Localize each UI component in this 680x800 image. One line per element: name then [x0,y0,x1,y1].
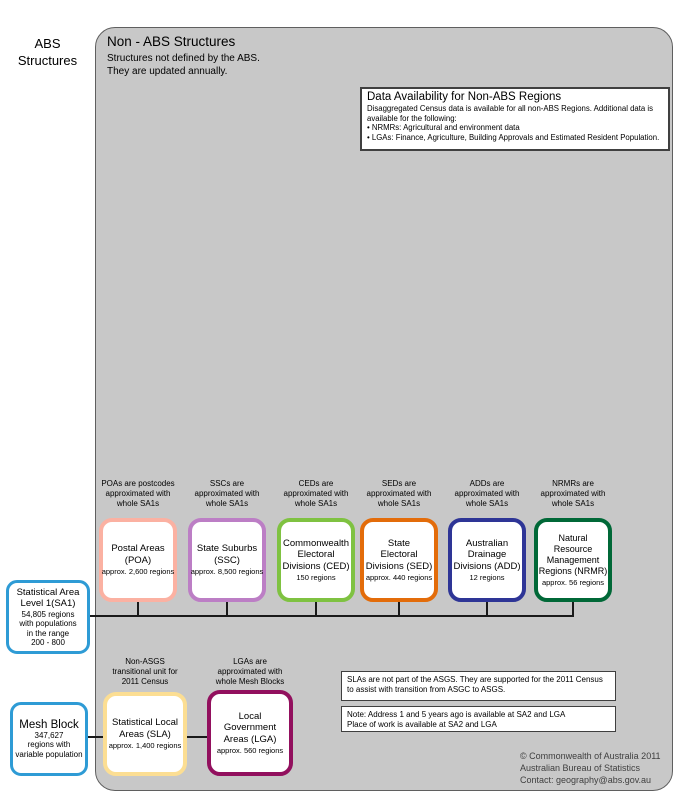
region-title-ced: Commonwealth Electoral Divisions (CED) [282,537,350,572]
footer-credits: © Commonwealth of Australia 2011 Austral… [520,750,661,786]
caption-ced: CEDs are approximated with whole SA1s [283,479,349,508]
connector-mb-sla [88,736,103,738]
data-availability-body: Disaggregated Census data is available f… [367,104,654,123]
non-abs-structures-panel [95,27,673,791]
connector-stub-poa [137,602,139,616]
sla-box: Statistical Local Areas (SLA) approx. 1,… [103,692,187,776]
region-box-ced: Commonwealth Electoral Divisions (CED) 1… [277,518,355,602]
caption-ssc: SSCs are approximated with whole SA1s [194,479,260,508]
connector-stub-ced [315,602,317,616]
connector-stub-nrmr [572,602,574,616]
region-box-ssc: State Suburbs (SSC) approx. 8,500 region… [188,518,266,602]
data-availability-bullet-nrmr: • NRMRs: Agricultural and environment da… [367,123,520,133]
mesh-block-box: Mesh Block 347,627 regions with variable… [10,702,88,776]
region-sub-add: 12 regions [469,573,505,582]
note-sla-asgs: SLAs are not part of the ASGS. They are … [341,671,616,701]
region-sub-ced: 150 regions [296,573,336,582]
lga-box: Local Government Areas (LGA) approx. 560… [207,690,293,776]
region-sub-nrmr: approx. 56 regions [541,577,605,587]
caption-sed: SEDs are approximated with whole SA1s [366,479,432,508]
lga-title: Local Government Areas (LGA) [223,710,277,745]
panel-subtitle: Structures not defined by the ABS. They … [107,53,260,77]
region-box-sed: State Electoral Divisions (SED) approx. … [360,518,438,602]
region-box-poa: Postal Areas (POA) approx. 2,600 regions [99,518,177,602]
sa1-sub: 54,805 regions with populations in the r… [19,609,77,648]
caption-poa: POAs are postcodes approximated with who… [101,479,175,508]
region-title-nrmr: Natural Resource Management Regions (NRM… [538,532,608,576]
caption-lga: LGAs are approximated with whole Mesh Bl… [215,657,285,686]
panel-title: Non - ABS Structures [107,34,236,49]
caption-add: ADDs are approximated with whole SA1s [454,479,520,508]
footer-abs: Australian Bureau of Statistics [520,763,641,773]
abs-structures-label: ABS Structures [17,36,78,68]
sa1-title: Statistical Area Level 1(SA1) [16,586,80,610]
lga-sub: approx. 560 regions [216,746,284,755]
note-address: Note: Address 1 and 5 years ago is avail… [341,706,616,732]
region-title-add: Australian Drainage Divisions (ADD) [453,537,521,572]
sla-title: Statistical Local Areas (SLA) [111,717,178,740]
region-box-nrmr: Natural Resource Management Regions (NRM… [534,518,612,602]
sla-sub: approx. 1,400 regions [108,741,182,751]
connector-stub-add [486,602,488,616]
connector-sla-lga [187,736,207,738]
connector-stub-sed [398,602,400,616]
caption-nrmr: NRMRs are approximated with whole SA1s [540,479,606,508]
connector-sa1-regions [90,615,574,617]
region-title-poa: Postal Areas (POA) [111,543,165,566]
footer-copyright: © Commonwealth of Australia 2011 [520,751,661,761]
region-title-sed: State Electoral Divisions (SED) [365,537,433,572]
region-title-ssc: State Suburbs (SSC) [196,543,258,566]
connector-stub-ssc [226,602,228,616]
data-availability-bullet-lga: • LGAs: Finance, Agriculture, Building A… [367,132,660,142]
region-sub-sed: approx. 440 regions [365,573,433,582]
region-sub-ssc: approx. 8,500 regions [190,567,264,577]
footer-contact: Contact: geography@abs.gov.au [520,775,652,785]
data-availability-note: Data Availability for Non-ABS Regions Di… [360,87,670,151]
sa1-box: Statistical Area Level 1(SA1) 54,805 reg… [6,580,90,654]
mesh-block-title: Mesh Block [19,718,79,731]
caption-sla: Non-ASGS transitional unit for 2011 Cens… [112,657,178,686]
mesh-block-sub: 347,627 regions with variable population [15,730,83,759]
region-box-add: Australian Drainage Divisions (ADD) 12 r… [448,518,526,602]
region-sub-poa: approx. 2,600 regions [101,567,175,577]
data-availability-title: Data Availability for Non-ABS Regions [367,91,562,103]
